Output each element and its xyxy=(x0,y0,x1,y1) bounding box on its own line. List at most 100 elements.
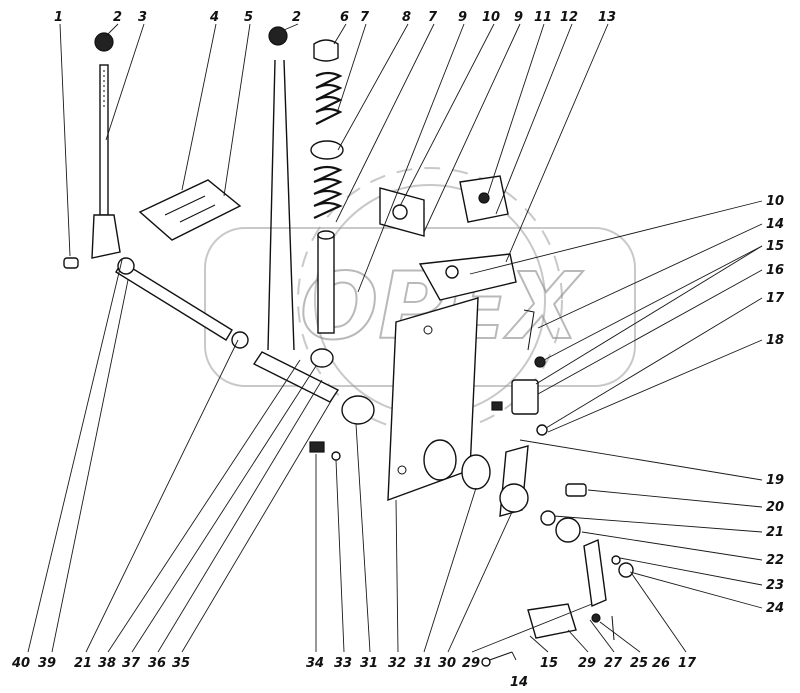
leader-2a xyxy=(105,23,119,37)
left-lever-foot xyxy=(91,214,121,259)
part-washer-21 xyxy=(540,510,556,526)
leader-15b xyxy=(535,245,763,385)
leader-12 xyxy=(495,23,573,215)
callouts: 1 2 3 4 5 2 6 7 8 7 9 10 9 11 12 13 10 1… xyxy=(11,10,785,690)
part-spring-seat xyxy=(310,140,344,160)
leader-10a xyxy=(399,23,495,207)
leader-11 xyxy=(487,23,545,195)
leader-31a xyxy=(355,423,371,653)
callout-label: 3 xyxy=(138,10,147,25)
callout-label: 25 xyxy=(630,656,648,671)
leader-4 xyxy=(181,23,217,191)
leader-21 xyxy=(553,515,763,533)
leader-1 xyxy=(59,23,71,257)
part-long-shaft xyxy=(115,261,233,341)
callout-label: 21 xyxy=(74,656,92,671)
part-split-pin-17 xyxy=(611,615,615,641)
part-main-lever xyxy=(267,59,295,351)
part-gate-plate xyxy=(138,179,242,241)
part-left-lever xyxy=(91,64,121,259)
part-cotter-pin xyxy=(523,309,535,351)
callout-label: 35 xyxy=(172,656,190,671)
leader-5 xyxy=(223,23,251,197)
bracket-13-hole xyxy=(445,265,459,279)
leader-37 xyxy=(131,365,317,653)
part-washer-33 xyxy=(331,451,341,461)
leader-38 xyxy=(107,359,301,653)
leader-19 xyxy=(519,439,763,481)
leader-14b xyxy=(511,651,517,661)
callout-label: 7 xyxy=(428,10,438,25)
callout-label: 36 xyxy=(148,656,166,671)
callout-label: 29 xyxy=(578,656,596,671)
callout-label: 2 xyxy=(113,10,122,25)
callout-label: 27 xyxy=(604,656,623,671)
callout-label: 33 xyxy=(334,656,352,671)
leader-40 xyxy=(27,259,123,653)
callout-label: 12 xyxy=(560,10,578,25)
part-washer-18 xyxy=(536,424,548,436)
leader-35 xyxy=(181,395,335,653)
part-key xyxy=(565,483,587,497)
leader-39 xyxy=(51,279,129,653)
main-lever-rod-a xyxy=(267,59,276,351)
callout-label: 10 xyxy=(766,194,784,209)
callout-label: 20 xyxy=(766,500,784,515)
callout-label: 6 xyxy=(340,10,349,25)
leader-16 xyxy=(537,269,763,395)
leader-22 xyxy=(581,531,763,561)
small-plate-bolt xyxy=(478,192,490,204)
upper-bracket-bolt xyxy=(392,204,408,220)
callout-label: 26 xyxy=(652,656,670,671)
part-ball-knob-left xyxy=(94,32,114,52)
leader-30 xyxy=(447,511,513,653)
leader-8 xyxy=(337,23,409,151)
part-spring-rod xyxy=(317,234,335,334)
lower-pin-head xyxy=(481,657,491,667)
leader-15a xyxy=(543,245,763,361)
callout-label: 11 xyxy=(534,10,552,25)
callout-label: 1 xyxy=(54,10,63,25)
callout-label: 37 xyxy=(122,656,141,671)
part-clevis-upper xyxy=(511,379,539,415)
part-bushing-31 xyxy=(341,395,375,425)
leader-3 xyxy=(105,23,145,141)
part-bracket-13 xyxy=(418,253,517,301)
leader-9b xyxy=(423,23,521,233)
part-washer-24 xyxy=(618,562,634,578)
callout-label: 38 xyxy=(98,656,116,671)
callout-label: 18 xyxy=(766,333,784,348)
callout-label: 15 xyxy=(540,656,558,671)
leader-lines xyxy=(27,23,763,661)
leader-20 xyxy=(587,489,763,508)
gate-plate-slots xyxy=(164,195,216,223)
leader-33 xyxy=(335,459,345,653)
callout-label: 17 xyxy=(678,656,697,671)
part-lower-spring xyxy=(313,165,343,219)
leader-32 xyxy=(395,499,399,653)
callout-label: 31 xyxy=(360,656,378,671)
part-spring-cap xyxy=(313,39,339,62)
callout-label: 2 xyxy=(292,10,301,25)
parts xyxy=(63,26,634,667)
callout-label: 21 xyxy=(766,525,784,540)
callout-label: 24 xyxy=(766,601,784,616)
callout-label: 19 xyxy=(766,473,784,488)
callout-label: 10 xyxy=(482,10,500,25)
part-bolt-34 xyxy=(309,441,325,453)
leader-7b xyxy=(335,23,435,223)
main-lever-rod-b xyxy=(283,59,295,351)
callout-label: 23 xyxy=(766,578,784,593)
leader-10b xyxy=(469,200,763,275)
callout-label: 14 xyxy=(766,217,784,232)
left-lever-rod xyxy=(99,64,109,216)
callout-label: 29 xyxy=(462,656,480,671)
leader-13 xyxy=(505,23,609,263)
callout-label: 31 xyxy=(414,656,432,671)
leader-21b xyxy=(85,339,239,653)
part-pin xyxy=(63,257,79,269)
callout-label: 16 xyxy=(766,263,784,278)
leader-29b xyxy=(567,629,589,653)
leader-29a xyxy=(471,603,593,653)
